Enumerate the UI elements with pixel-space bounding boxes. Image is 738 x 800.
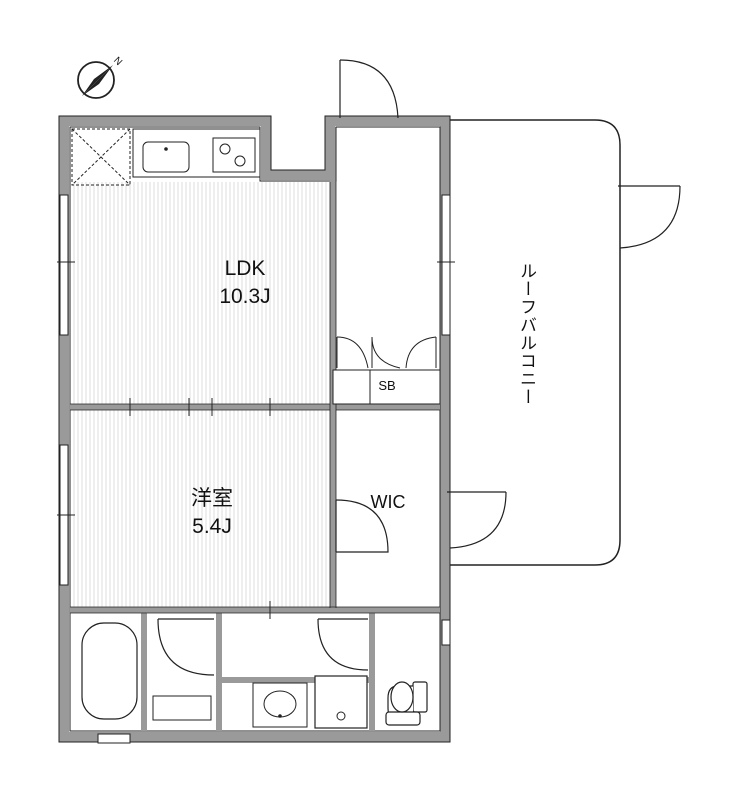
- bath-step: [152, 695, 212, 721]
- kitchen-sink: [142, 141, 190, 173]
- washroom-door: [317, 618, 369, 671]
- interior-walls: [70, 127, 440, 731]
- wic-name: WIC: [370, 492, 406, 512]
- window-ticks: [57, 261, 455, 619]
- outer-wall-outer-line: [58, 115, 451, 743]
- ldk-name: LDK: [224, 257, 266, 280]
- sb-name: SB: [378, 378, 396, 393]
- gas-stove: [212, 137, 256, 173]
- western-room-size: 5.4J: [192, 515, 232, 538]
- balcony-wic-door: [447, 491, 507, 549]
- washing-machine-space: [314, 675, 368, 729]
- outer-wall: [59, 116, 450, 742]
- interior-wall-edges: [70, 127, 440, 614]
- ldk-size: 10.3J: [219, 285, 271, 308]
- roof-balcony-outline: [448, 119, 621, 566]
- balcony-upper-door: [618, 185, 681, 249]
- western-room-floor: [70, 410, 332, 608]
- sb-doors: [336, 336, 437, 369]
- bathroom-door: [157, 618, 215, 676]
- compass-icon: [77, 61, 115, 99]
- sb-box: [332, 369, 441, 405]
- western-room-name: 洋室: [191, 487, 233, 510]
- roof-balcony-name: ルーフバルコニー: [517, 262, 536, 406]
- wic-door: [335, 499, 389, 553]
- refrigerator-space: [71, 128, 131, 186]
- entrance-door: [339, 59, 399, 119]
- toilet: [385, 681, 428, 726]
- ldk-floor: [70, 182, 332, 404]
- bathtub: [81, 622, 138, 720]
- wash-basin: [263, 690, 297, 718]
